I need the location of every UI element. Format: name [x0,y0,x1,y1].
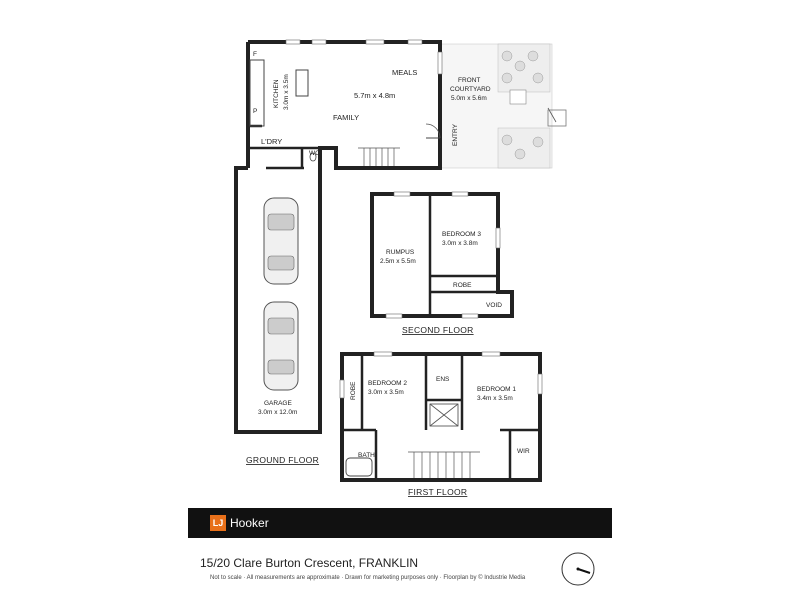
rumpus-label: RUMPUS [386,249,415,256]
bedroom2-size: 3.0m x 3.5m [368,389,404,396]
family-meals-size: 5.7m x 4.8m [354,91,395,100]
wir-label: WIR [517,448,530,455]
property-address: 15/20 Clare Burton Crescent, FRANKLIN [200,556,419,570]
courtyard-label-line2: COURTYARD [450,86,491,93]
kitchen-label: KITCHEN [273,79,280,108]
bedroom1-label: BEDROOM 1 [477,386,516,393]
robe-first-label: ROBE [350,381,357,400]
lj-hooker-logo-icon: LJ [210,515,226,531]
ground-floor-title: GROUND FLOOR [246,455,319,465]
brand-bar: LJ Hooker [188,508,612,538]
courtyard-paving [439,43,567,169]
compass-icon [561,552,595,586]
bedroom1-size: 3.4m x 3.5m [477,395,513,402]
second-floor-title: SECOND FLOOR [402,325,474,335]
car-icon [263,301,299,391]
wc-label: WC [309,150,320,157]
bedroom3-label: BEDROOM 3 [442,231,481,238]
laundry-label: L'DRY [261,137,282,146]
disclaimer: Not to scale · All measurements are appr… [210,575,526,581]
courtyard-label-line1: FRONT [458,77,480,84]
bedroom3-size: 3.0m x 3.8m [442,240,478,247]
first-floor-title: FIRST FLOOR [408,487,467,497]
garage-size: 3.0m x 12.0m [258,409,297,416]
bath-label: BATH [358,452,375,459]
ground-floor-walls [234,39,443,434]
ensuite-label: ENS [436,376,450,383]
kitchen-size: 3.0m x 3.5m [283,74,290,110]
car-icon [263,197,299,285]
pantry-label: P [253,108,257,115]
entry-label: ENTRY [452,123,459,146]
robe-second-label: ROBE [453,282,472,289]
rumpus-size: 2.5m x 5.5m [380,258,416,265]
fridge-label: F [253,51,257,58]
meals-label: MEALS [392,68,417,77]
family-label: FAMILY [333,113,359,122]
garage-label: GARAGE [264,400,292,407]
first-floor-walls [339,351,543,482]
second-floor-walls [370,191,514,319]
void-label: VOID [486,302,502,309]
bedroom2-label: BEDROOM 2 [368,380,407,387]
brand-name: Hooker [230,516,269,530]
courtyard-size: 5.0m x 5.6m [451,95,487,102]
